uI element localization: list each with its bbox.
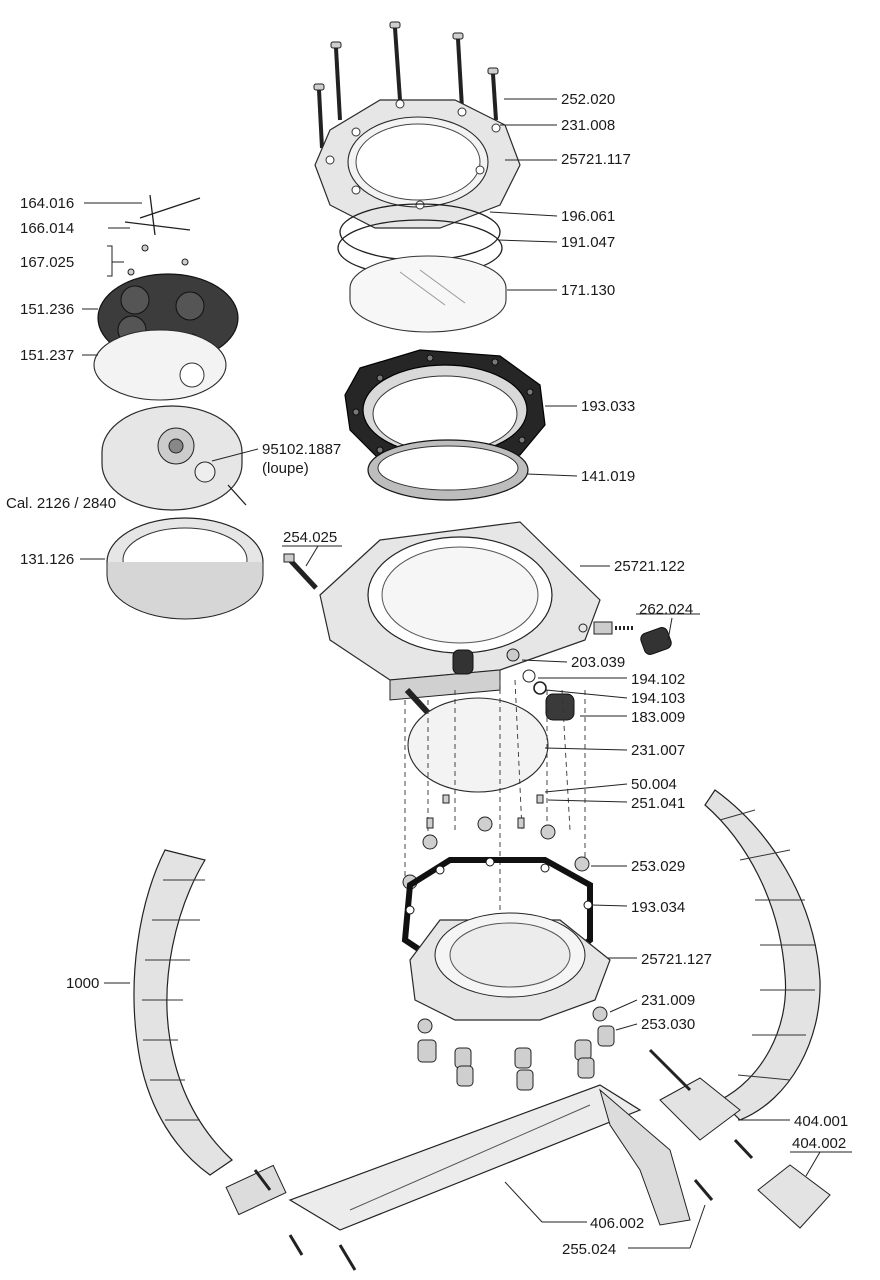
label-254-025: 254.025 [283,529,337,546]
label-183-009: 183.009 [631,709,685,726]
label-141-019: 141.019 [581,468,635,485]
label-193-033: 193.033 [581,398,635,415]
part-labels: 252.020 231.008 25721.117 196.061 191.04… [6,91,848,1258]
label-196-061: 196.061 [561,208,615,225]
label-203-039: 203.039 [571,654,625,671]
label-25721-122: 25721.122 [614,558,685,575]
label-231-009: 231.009 [641,992,695,1009]
link-404-001 [648,1048,754,1160]
crown-assembly [578,621,672,655]
label-253-029: 253.029 [631,858,685,875]
clasp [225,1084,714,1271]
label-95102-1887: 95102.1887 [262,441,341,458]
caseback [409,912,611,1021]
case-screw-254 [283,553,318,590]
label-25721-117: 25721.117 [561,151,631,168]
movement-ring [106,517,264,620]
dial-screws [127,244,189,276]
label-50-004: 50.004 [631,776,677,793]
crystal [349,255,507,333]
label-167-025: 167.025 [20,254,74,271]
caseback-cover [407,697,549,793]
hands [124,194,201,236]
caseback-nuts [417,1006,615,1091]
leader-lines [80,98,852,1249]
bracelet-left [133,849,233,1176]
label-255-024: 255.024 [562,1241,616,1258]
label-131-126: 131.126 [20,551,74,568]
case-middle [319,521,601,701]
label-194-102: 194.102 [631,671,685,688]
label-calibre: Cal. 2126 / 2840 [6,495,116,512]
tension-ring [367,439,529,501]
movement [101,405,247,511]
link-404-002 [757,1164,831,1229]
label-231-007: 231.007 [631,742,685,759]
label-1000: 1000 [66,975,99,992]
label-231-008: 231.008 [561,117,615,134]
bezel [314,99,521,229]
label-404-002: 404.002 [792,1135,846,1152]
label-252-020: 252.020 [561,91,615,108]
label-193-034: 193.034 [631,899,685,916]
label-253-030: 253.030 [641,1016,695,1033]
pusher-parts [404,648,575,721]
label-171-130: 171.130 [561,282,615,299]
label-404-001: 404.001 [794,1113,848,1130]
label-166-014: 166.014 [20,220,74,237]
bracelet-right [704,789,821,1121]
dial-spacer [93,329,227,401]
label-loupe: (loupe) [262,460,309,477]
label-262-024: 262.024 [639,601,693,618]
label-194-103: 194.103 [631,690,685,707]
inner-bezel-ring [344,349,546,471]
label-25721-127: 25721.127 [641,951,712,968]
label-151-236: 151.236 [20,301,74,318]
label-406-002: 406.002 [590,1215,644,1232]
label-251-041: 251.041 [631,795,685,812]
label-164-016: 164.016 [20,195,74,212]
label-191-047: 191.047 [561,234,615,251]
label-151-237: 151.237 [20,347,74,364]
